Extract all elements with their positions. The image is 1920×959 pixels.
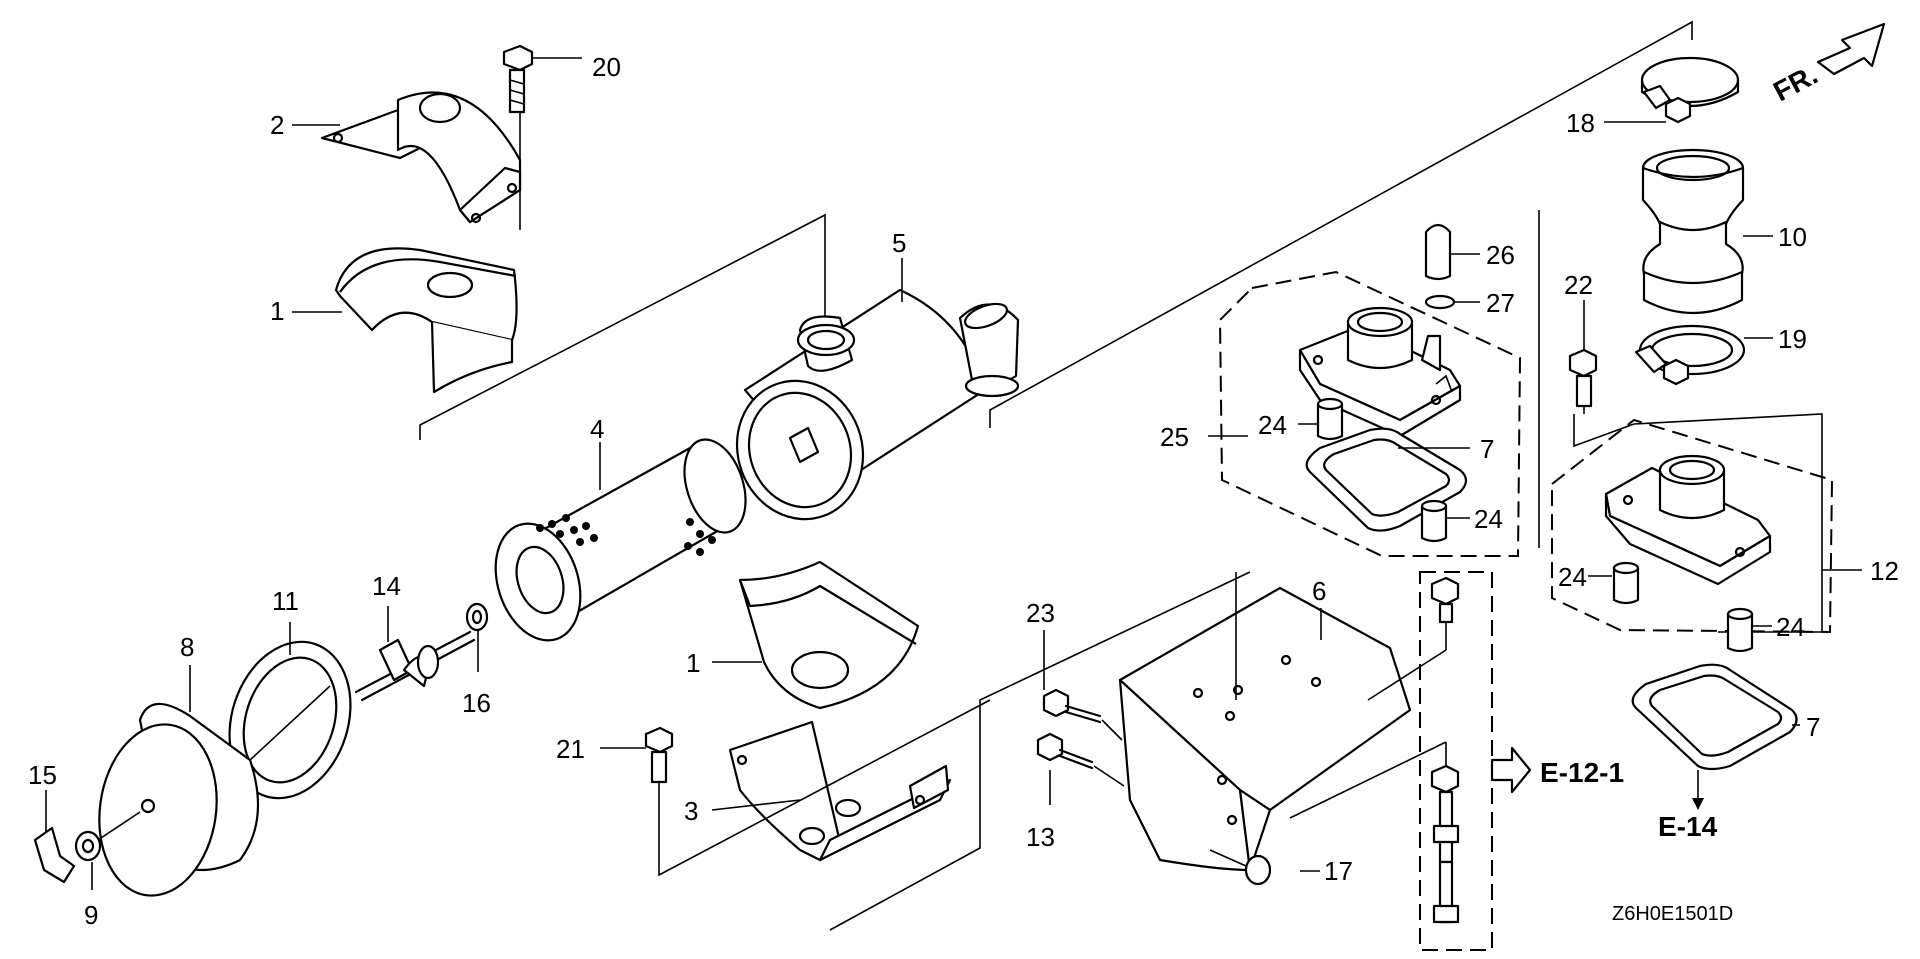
callout-9: 9 (84, 900, 98, 930)
callout-12: 12 (1870, 556, 1899, 586)
xref-e12-1[interactable]: E-12-1 (1540, 757, 1624, 788)
outer-cover (98, 702, 260, 897)
callout-2: 2 (270, 110, 284, 140)
callout-19: 19 (1778, 324, 1807, 354)
bolt-23 (1042, 688, 1123, 741)
connecting-tube-10 (1641, 148, 1745, 314)
gasket-ring (228, 640, 352, 800)
callout-6: 6 (1312, 576, 1326, 606)
spacer-24b (1420, 499, 1448, 543)
callout-24-b: 24 (1474, 504, 1503, 534)
xref-e14[interactable]: E-14 (1658, 811, 1718, 842)
nut-9 (74, 830, 102, 862)
upper-foam-pad (334, 247, 518, 394)
clamp-19 (1634, 324, 1746, 386)
callout-8: 8 (180, 632, 194, 662)
callout-labels: 20 2 1 5 4 8 11 14 16 15 9 1 21 3 23 13 … (28, 52, 1899, 930)
callout-18: 18 (1566, 108, 1595, 138)
callout-14: 14 (372, 571, 401, 601)
bolt-13 (1036, 732, 1125, 787)
callout-15: 15 (28, 760, 57, 790)
lower-bracket (728, 720, 952, 862)
washer-16 (465, 602, 489, 632)
clamp-18 (1640, 56, 1740, 124)
callout-25: 25 (1160, 422, 1189, 452)
callout-22: 22 (1564, 270, 1593, 300)
callout-7-upper: 7 (1480, 434, 1494, 464)
front-direction-arrow: FR. (1768, 22, 1886, 108)
clip-27 (1424, 294, 1456, 310)
spacer-24c (1612, 561, 1640, 605)
filter-element (494, 438, 747, 642)
callout-23: 23 (1026, 598, 1055, 628)
diagram-code: Z6H0E1501D (1612, 903, 1733, 925)
callout-5: 5 (892, 228, 906, 258)
callout-26: 26 (1486, 240, 1515, 270)
bolt-20 (502, 44, 534, 230)
callout-11: 11 (272, 586, 299, 616)
callout-24-c: 24 (1558, 562, 1587, 592)
callout-24-d: 24 (1776, 612, 1805, 642)
base-plate-25 (1298, 306, 1462, 438)
leader-lines (45, 57, 1862, 890)
callout-13: 13 (1026, 822, 1055, 852)
callout-17: 17 (1324, 856, 1353, 886)
callout-10: 10 (1778, 222, 1807, 252)
lower-foam-pad (738, 560, 920, 710)
bolt-21 (644, 726, 674, 870)
callout-16: 16 (462, 688, 491, 718)
wing-nut (33, 826, 76, 884)
spacer-24a (1316, 397, 1344, 441)
callout-1-upper: 1 (270, 296, 284, 326)
xref-arrow-e12 (1490, 746, 1532, 794)
washer-17 (1209, 849, 1272, 886)
callout-7-lower: 7 (1806, 712, 1820, 742)
wing-bolt (354, 630, 476, 702)
callout-27: 27 (1486, 288, 1515, 318)
air-cleaner-case (735, 288, 1020, 521)
upper-bracket (320, 91, 522, 224)
callout-20: 20 (592, 52, 621, 82)
cover-plate (1118, 586, 1412, 872)
callout-24-a: 24 (1258, 410, 1287, 440)
stud-assembly (1419, 571, 1493, 951)
callout-1-lower: 1 (686, 648, 700, 678)
gasket-7-lower (1631, 663, 1798, 771)
front-direction-label: FR. (1768, 59, 1822, 108)
spacer-24d (1726, 607, 1754, 653)
cap-26 (1424, 223, 1452, 281)
bolt-22 (1568, 348, 1598, 414)
callout-21: 21 (556, 734, 585, 764)
callout-4: 4 (590, 414, 604, 444)
base-plate-12 (1604, 454, 1772, 586)
callout-3: 3 (684, 796, 698, 826)
